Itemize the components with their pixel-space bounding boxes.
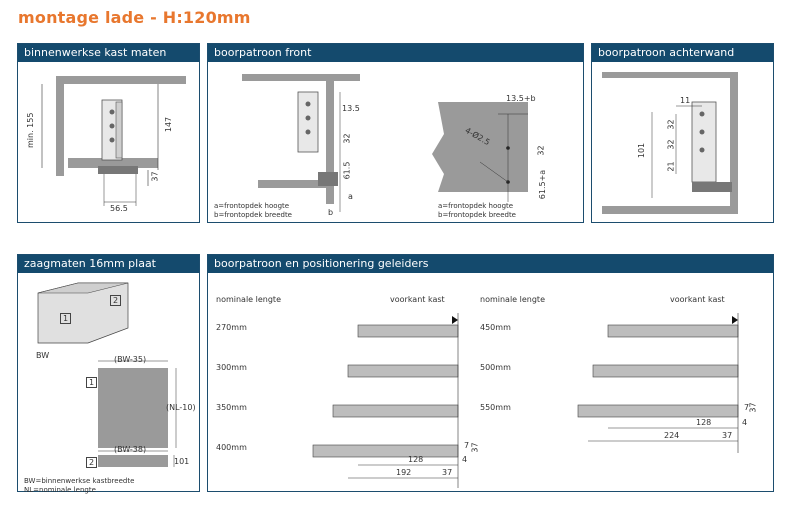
dim-32-right: 32	[536, 145, 546, 156]
label-part-2: 2	[86, 457, 98, 468]
length-400: 400mm	[216, 443, 247, 452]
dim-37-left: 37	[442, 468, 453, 477]
back-drilling-svg	[602, 72, 738, 214]
front-cabinet-right: voorkant kast	[670, 295, 725, 304]
guide-positioning-svg	[312, 313, 739, 488]
panel-guide-positioning: boorpatroon en positionering geleiders n…	[207, 254, 774, 492]
panel-header: zaagmaten 16mm plaat	[18, 255, 199, 273]
dim-32-b: 32	[666, 139, 676, 150]
dim-11: 11	[680, 96, 691, 105]
back-drilling-drawing: 11 101 32 32 21	[592, 62, 773, 222]
col-nominal-length-right: nominale lengte	[480, 295, 545, 304]
label-bw: BW	[36, 351, 50, 360]
dim-37v-left: 37	[470, 442, 480, 453]
dim-4-left: 4	[462, 455, 468, 464]
dim-13-5: 13.5	[342, 104, 360, 113]
page-title: montage lade - H:120mm	[18, 8, 251, 27]
front-drilling-svg	[242, 74, 528, 212]
note-a-left: a=frontopdek hoogte	[214, 202, 290, 210]
length-550: 550mm	[480, 403, 511, 412]
dim-bw-35: (BW-35)	[114, 355, 147, 364]
note-b-left: b=frontopdek breedte	[214, 211, 292, 219]
dim-128-left: 128	[408, 455, 424, 464]
panel-back-drilling: boorpatroon achterwand 11 101 32 32 21	[591, 43, 774, 223]
panel-cut-dimensions: zaagmaten 16mm plaat 1 2 BW 1 (BW-35) (N…	[17, 254, 200, 494]
dim-61-5: 61.5	[342, 161, 352, 180]
dim-56-5: 56.5	[110, 204, 128, 213]
guide-positioning-drawing: nominale lengte voorkant kast 270mm 300m…	[208, 273, 773, 491]
panel-header: boorpatroon achterwand	[592, 44, 773, 62]
length-450: 450mm	[480, 323, 511, 332]
col-nominal-length-left: nominale lengte	[216, 295, 281, 304]
dim-147: 147	[164, 116, 174, 133]
front-cabinet-left: voorkant kast	[390, 295, 445, 304]
dim-37: 37	[150, 171, 160, 182]
cut-dimensions-drawing: 1 2 BW 1 (BW-35) (NL-10) 2 (BW-38) 101 B…	[18, 273, 199, 494]
panel-header: boorpatroon en positionering geleiders	[208, 255, 773, 273]
dim-a: a	[348, 192, 353, 201]
cabinet-section-svg	[41, 76, 186, 206]
dim-bw-38: (BW-38)	[114, 445, 147, 454]
dim-b: b	[328, 208, 334, 217]
dim-192-left: 192	[396, 468, 412, 477]
front-drilling-drawing: 13.5 32 61.5 a b a=frontopdek hoogte b=f…	[208, 62, 583, 222]
note-bw: BW=binnenwerkse kastbreedte	[24, 477, 135, 485]
dim-21: 21	[666, 161, 676, 172]
dim-37v-right: 37	[748, 402, 758, 413]
dim-7-right: 7	[744, 403, 750, 412]
note-a-right: a=frontopdek hoogte	[438, 202, 514, 210]
dim-37-right: 37	[722, 431, 733, 440]
dim-32: 32	[342, 133, 352, 144]
dim-4-right: 4	[742, 418, 748, 427]
length-300: 300mm	[216, 363, 247, 372]
label-part-1: 1	[86, 377, 98, 388]
panel-cabinet-dimensions: binnenwerkse kast maten min. 155 147 37 …	[17, 43, 200, 223]
label-part-1-top: 1	[60, 313, 72, 324]
length-350: 350mm	[216, 403, 247, 412]
panel-header: binnenwerkse kast maten	[18, 44, 199, 62]
dim-101: 101	[174, 457, 190, 466]
dim-101: 101	[637, 142, 647, 159]
dim-32-a: 32	[666, 119, 676, 130]
dim-13-5-b: 13.5+b	[506, 94, 536, 103]
length-500: 500mm	[480, 363, 511, 372]
dim-7-left: 7	[464, 441, 470, 450]
panel-front-drilling: boorpatroon front 13.5 32 61.5 a b a=fro…	[207, 43, 584, 223]
note-nl: NL=nominale lengte	[24, 486, 96, 494]
cut-dimensions-svg	[37, 282, 177, 467]
label-part-2-top: 2	[110, 295, 122, 306]
dim-224-right: 224	[664, 431, 680, 440]
dim-nl-10: (NL-10)	[166, 403, 196, 412]
cabinet-dimensions-drawing: min. 155 147 37 56.5	[18, 62, 199, 222]
panel-header: boorpatroon front	[208, 44, 583, 62]
length-270: 270mm	[216, 323, 247, 332]
note-b-right: b=frontopdek breedte	[438, 211, 516, 219]
dim-128-right: 128	[696, 418, 712, 427]
dim-min-155: min. 155	[26, 112, 35, 148]
dim-61-5-a: 61.5+a	[538, 169, 548, 200]
